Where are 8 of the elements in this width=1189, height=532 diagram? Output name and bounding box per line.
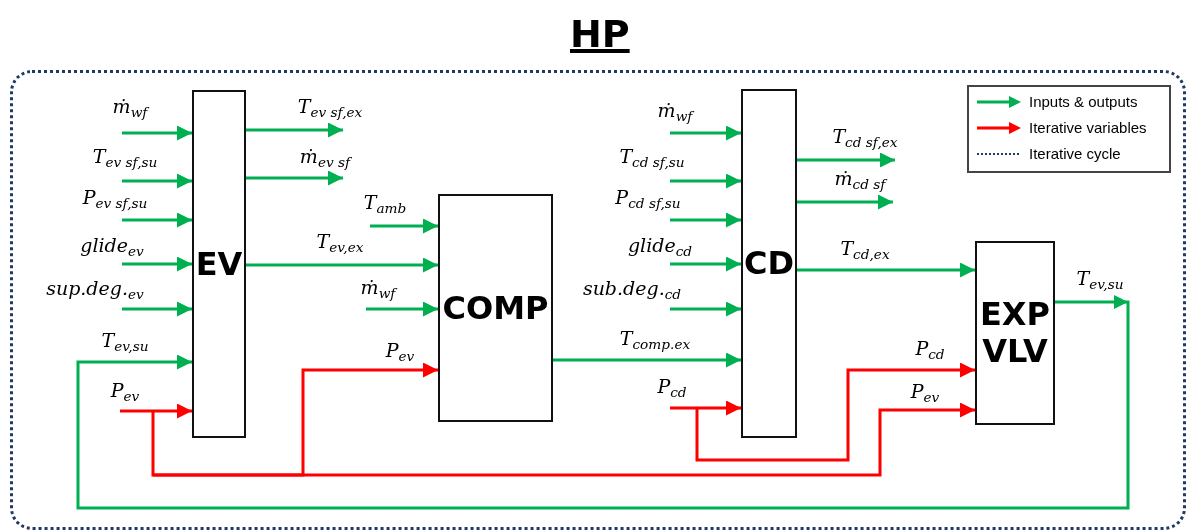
legend-text: Inputs & outputs	[1029, 93, 1138, 110]
legend-text: Iterative variables	[1029, 119, 1147, 136]
process-block: COMP	[438, 194, 553, 422]
legend-text: Iterative cycle	[1029, 145, 1121, 162]
process-block: EXP VLV	[975, 241, 1055, 425]
group-label: HP	[570, 12, 630, 56]
process-block: EV	[192, 90, 246, 438]
process-block: CD	[741, 89, 797, 438]
